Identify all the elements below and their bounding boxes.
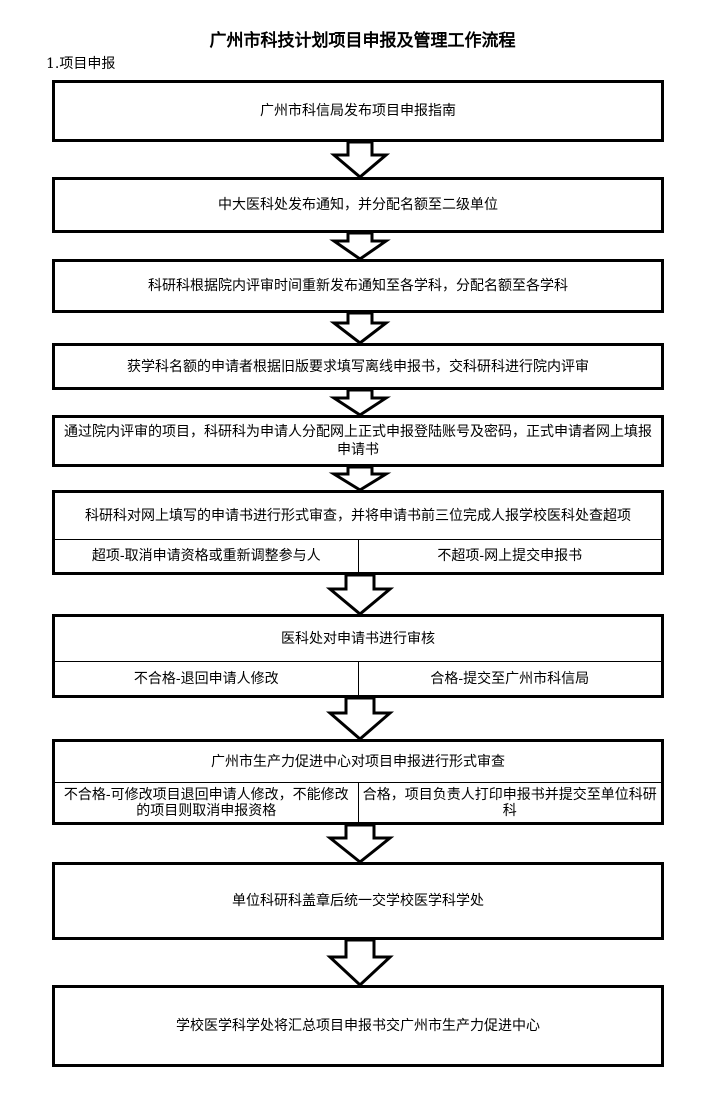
step-7-right-outcome: 合格-提交至广州市科信局 — [357, 662, 662, 695]
step-6-right-outcome: 不超项-网上提交申报书 — [357, 540, 662, 572]
step-10-box: 学校医学科学处将汇总项目申报书交广州市生产力促进中心 — [52, 985, 664, 1067]
step-4-text: 获学科名额的申请者根据旧版要求填写离线申报书，交科研科进行院内评审 — [127, 358, 589, 375]
step-8-box: 广州市生产力促进中心对项目申报进行形式审查 不合格-可修改项目退回申请人修改，不… — [52, 739, 664, 825]
step-8-right-outcome: 合格，项目负责人打印申报书并提交至单位科研科 — [357, 783, 662, 822]
step-10-text: 学校医学科学处将汇总项目申报书交广州市生产力促进中心 — [176, 1018, 540, 1034]
page-title: 广州市科技计划项目申报及管理工作流程 — [209, 31, 516, 51]
step-8-left-outcome: 不合格-可修改项目退回申请人修改，不能修改的项目则取消申报资格 — [63, 786, 349, 819]
down-arrow-icon — [325, 696, 395, 741]
down-arrow-icon — [326, 938, 394, 988]
down-arrow-icon — [329, 140, 391, 179]
step-1-text: 广州市科信局发布项目申报指南 — [260, 103, 456, 119]
step-6-left-outcome: 超项-取消申请资格或重新调整参与人 — [91, 548, 321, 564]
step-5-box: 通过院内评审的项目，科研科为申请人分配网上正式申报登陆账号及密码，正式申请者网上… — [52, 415, 664, 467]
step-8-outcomes: 不合格-可修改项目退回申请人修改，不能修改的项目则取消申报资格 合格，项目负责人… — [55, 782, 661, 822]
step-5-text: 通过院内评审的项目，科研科为申请人分配网上正式申报登陆账号及密码，正式申请者网上… — [64, 424, 652, 458]
step-9-box: 单位科研科盖章后统一交学校医学科学处 — [52, 862, 664, 940]
step-2-box: 中大医科处发布通知，并分配名额至二级单位 — [52, 177, 664, 233]
step-6-box: 科研科对网上填写的申请书进行形式审查，并将申请书前三位完成人报学校医科处查超项 … — [52, 490, 664, 575]
step-6-text: 科研科对网上填写的申请书进行形式审查，并将申请书前三位完成人报学校医科处查超项 — [85, 508, 631, 524]
step-7-left-outcome: 不合格-退回申请人修改 — [133, 670, 279, 687]
step-7-outcomes: 不合格-退回申请人修改 合格-提交至广州市科信局 — [55, 661, 661, 695]
step-3-text: 科研科根据院内评审时间重新发布通知至各学科，分配名额至各学科 — [148, 278, 568, 294]
step-3-box: 科研科根据院内评审时间重新发布通知至各学科，分配名额至各学科 — [52, 259, 664, 313]
down-arrow-icon — [329, 311, 391, 345]
down-arrow-icon — [325, 823, 395, 864]
step-4-box: 获学科名额的申请者根据旧版要求填写离线申报书，交科研科进行院内评审 — [52, 343, 664, 390]
down-arrow-icon — [328, 388, 392, 417]
step-7-box: 医科处对申请书进行审核 不合格-退回申请人修改 合格-提交至广州市科信局 — [52, 614, 664, 698]
step-9-text: 单位科研科盖章后统一交学校医学科学处 — [232, 893, 484, 909]
step-2-text: 中大医科处发布通知，并分配名额至二级单位 — [218, 197, 498, 213]
step-7-text: 医科处对申请书进行审核 — [281, 631, 435, 647]
step-8-text: 广州市生产力促进中心对项目申报进行形式审查 — [211, 754, 505, 770]
down-arrow-icon — [325, 573, 395, 616]
step-1-box: 广州市科信局发布项目申报指南 — [52, 80, 664, 142]
section-heading: 1.项目申报 — [46, 56, 116, 72]
step-6-outcomes: 超项-取消申请资格或重新调整参与人 不超项-网上提交申报书 — [55, 539, 661, 572]
down-arrow-icon — [328, 465, 392, 492]
down-arrow-icon — [329, 231, 391, 261]
